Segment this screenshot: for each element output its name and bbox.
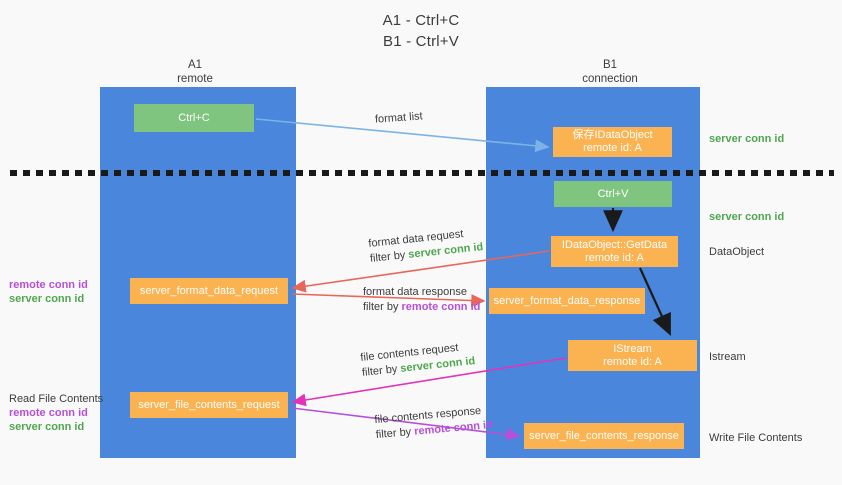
page-title: A1 - Ctrl+C B1 - Ctrl+V bbox=[0, 10, 842, 52]
node-server-format-data-response[interactable]: server_format_data_response bbox=[489, 288, 645, 314]
node-ctrl-v-label: Ctrl+V bbox=[597, 187, 629, 200]
left-note-read-file-contents: Read File Contents bbox=[9, 393, 104, 405]
node-server-file-contents-response[interactable]: server_file_contents_response bbox=[524, 423, 684, 449]
node-istream-remote-id: remote id: A bbox=[603, 355, 662, 368]
node-server-file-contents-request-label: server_file_contents_request bbox=[138, 398, 280, 411]
node-idataobject-getdata-remote-id: remote id: A bbox=[585, 251, 644, 264]
node-server-format-data-request[interactable]: server_format_data_request bbox=[130, 278, 288, 304]
left-note-server-conn-id: server conn id bbox=[9, 421, 85, 433]
edge-label-file-contents-request: file contents request filter by server c… bbox=[360, 339, 476, 381]
node-istream-label: IStream bbox=[613, 342, 652, 355]
column-b1-name: B1 bbox=[602, 59, 618, 71]
edge-label-format-data-response-main: format data response bbox=[363, 286, 467, 298]
left-note-file-conn-ids: Read File Contents remote conn id server… bbox=[9, 392, 103, 434]
filter-prefix: filter by bbox=[363, 301, 402, 313]
node-ctrl-c-label: Ctrl+C bbox=[178, 111, 210, 124]
edge-label-format-data-response-filter: filter by remote conn id bbox=[363, 300, 480, 315]
side-note-write-file-contents: Write File Contents bbox=[709, 432, 803, 444]
side-note-dataobject: DataObject bbox=[709, 246, 765, 258]
filter-prefix: filter by bbox=[361, 362, 401, 379]
node-save-idataobject-remote-id: remote id: A bbox=[583, 142, 642, 154]
left-note-remote-conn-id: remote conn id bbox=[9, 407, 88, 419]
node-idataobject-getdata-label: IDataObject::GetData bbox=[561, 238, 668, 251]
left-note-format-conn-ids: remote conn id server conn id bbox=[9, 278, 88, 306]
title-line-2: B1 - Ctrl+V bbox=[383, 33, 459, 50]
column-a1-name: A1 bbox=[187, 59, 203, 71]
dashed-divider bbox=[10, 170, 834, 176]
filter-prefix: filter by bbox=[369, 248, 409, 265]
edge-label-format-list-main: format list bbox=[374, 110, 424, 126]
column-a1-sub: remote bbox=[177, 73, 213, 85]
filter-value-remote-conn-id: remote conn id bbox=[401, 301, 481, 313]
edge-label-format-data-request: format data request filter by server con… bbox=[368, 225, 484, 267]
title-line-1: A1 - Ctrl+C bbox=[382, 12, 460, 29]
left-note-server-conn-id: server conn id bbox=[9, 293, 85, 305]
node-ctrl-v[interactable]: Ctrl+V bbox=[554, 181, 672, 207]
filter-prefix: filter by bbox=[375, 425, 415, 442]
side-note-istream: Istream bbox=[709, 351, 746, 363]
edge-label-format-list: format list bbox=[375, 109, 424, 127]
node-server-format-data-request-label: server_format_data_request bbox=[139, 284, 279, 297]
side-note-server-conn-id-top: server conn id bbox=[709, 133, 785, 145]
node-ctrl-c[interactable]: Ctrl+C bbox=[134, 104, 254, 132]
left-note-remote-conn-id: remote conn id bbox=[9, 279, 88, 291]
column-header-a1: A1 remote bbox=[130, 58, 260, 86]
node-save-idataobject[interactable]: 保存IDataObject remote id: A bbox=[553, 127, 672, 157]
node-idataobject-getdata[interactable]: IDataObject::GetData remote id: A bbox=[551, 236, 678, 267]
node-save-idataobject-label: 保存IDataObject bbox=[572, 129, 653, 141]
edge-label-file-contents-response: file contents response filter by remote … bbox=[374, 403, 494, 443]
side-note-server-conn-id-mid: server conn id bbox=[709, 211, 785, 223]
edge-label-format-data-response: format data response filter by remote co… bbox=[363, 285, 480, 315]
node-istream[interactable]: IStream remote id: A bbox=[568, 340, 697, 371]
node-server-format-data-response-label: server_format_data_response bbox=[493, 294, 641, 307]
filter-value-remote-conn-id: remote conn id bbox=[413, 418, 494, 438]
column-b1-sub: connection bbox=[582, 73, 638, 85]
node-server-file-contents-request[interactable]: server_file_contents_request bbox=[130, 392, 288, 418]
node-server-file-contents-response-label: server_file_contents_response bbox=[529, 429, 679, 442]
column-header-b1: B1 connection bbox=[545, 58, 675, 86]
